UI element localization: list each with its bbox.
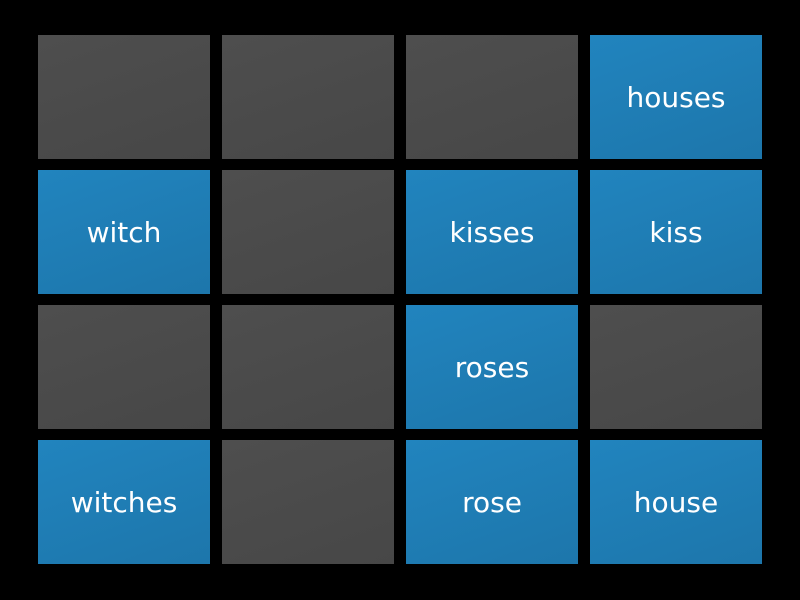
tile-r4-c2-hidden[interactable] xyxy=(222,440,394,564)
tile-r4-c1-witches[interactable]: witches xyxy=(38,440,210,564)
tile-r4-c4-house[interactable]: house xyxy=(590,440,762,564)
tile-r3-c1-hidden[interactable] xyxy=(38,305,210,429)
tile-r3-c4-hidden[interactable] xyxy=(590,305,762,429)
tile-r3-c3-roses[interactable]: roses xyxy=(406,305,578,429)
tile-r2-c2-hidden[interactable] xyxy=(222,170,394,294)
game-board: houses witch kisses kiss roses witches r… xyxy=(38,35,762,565)
tile-r1-c3-hidden[interactable] xyxy=(406,35,578,159)
tile-r1-c4-houses[interactable]: houses xyxy=(590,35,762,159)
tile-r3-c2-hidden[interactable] xyxy=(222,305,394,429)
tile-r2-c1-witch[interactable]: witch xyxy=(38,170,210,294)
tile-r1-c1-hidden[interactable] xyxy=(38,35,210,159)
tile-r2-c3-kisses[interactable]: kisses xyxy=(406,170,578,294)
tile-r2-c4-kiss[interactable]: kiss xyxy=(590,170,762,294)
tile-r4-c3-rose[interactable]: rose xyxy=(406,440,578,564)
tile-r1-c2-hidden[interactable] xyxy=(222,35,394,159)
